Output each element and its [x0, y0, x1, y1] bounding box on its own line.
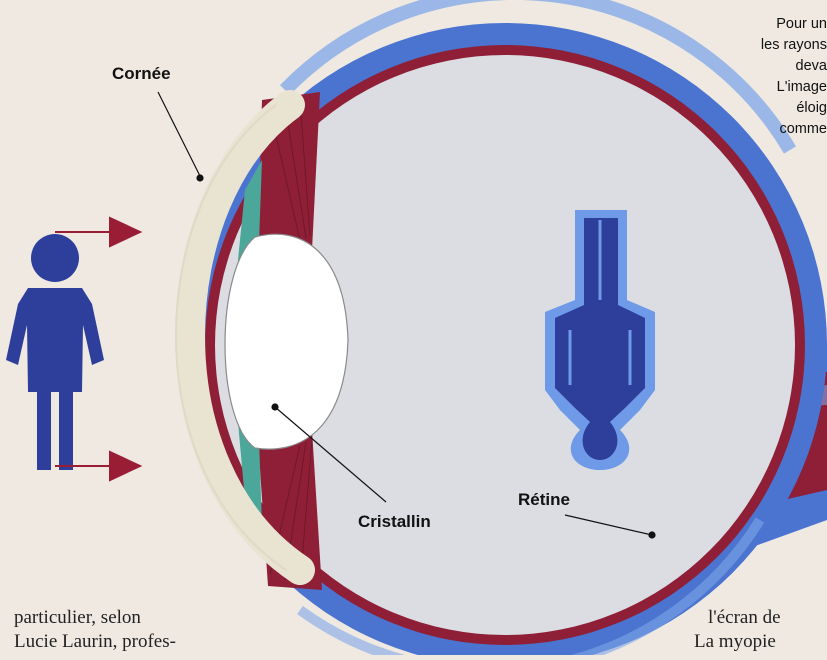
- label-lens: Cristallin: [358, 512, 431, 532]
- body-text-right-line: La myopie: [694, 630, 776, 654]
- body-text-left-line: particulier, selon: [14, 606, 141, 630]
- person-figure: [6, 234, 104, 470]
- caption-line: L'image: [777, 77, 827, 98]
- caption-line: deva: [796, 56, 827, 77]
- caption-line: Pour un: [776, 14, 827, 35]
- caption-line: comme: [779, 119, 827, 140]
- caption-block: Pour un les rayons deva L'image éloig co…: [680, 14, 827, 194]
- caption-line: éloig: [796, 98, 827, 119]
- body-text-right-line: l'écran de: [708, 606, 781, 630]
- label-cornea: Cornée: [112, 64, 171, 84]
- label-retina: Rétine: [518, 490, 570, 510]
- caption-line: les rayons: [761, 35, 827, 56]
- body-text-left-line: Lucie Laurin, profes-: [14, 630, 176, 654]
